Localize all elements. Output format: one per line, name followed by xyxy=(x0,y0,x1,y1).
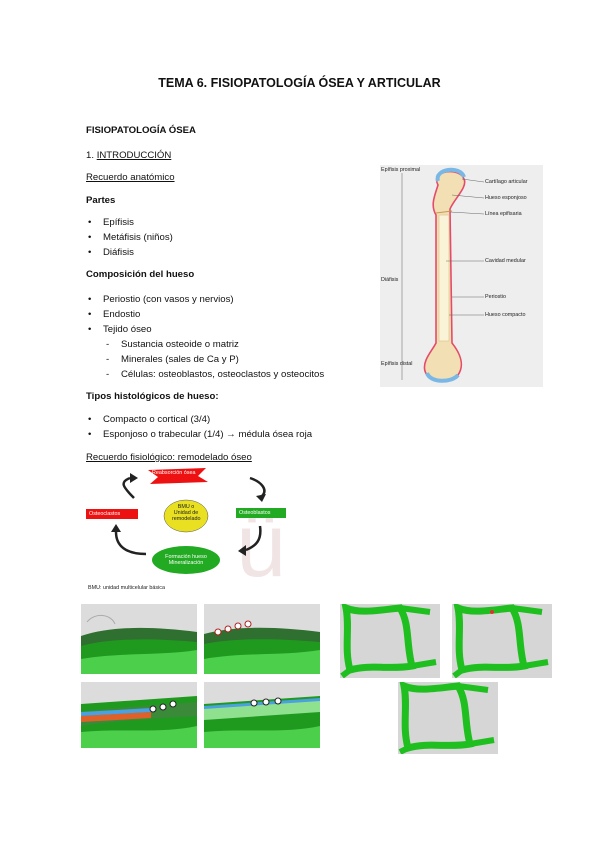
composicion-heading: Composición del hueso xyxy=(86,269,195,280)
label-formacion: Formación hueso Mineralización xyxy=(165,554,207,566)
remodeling-cycle-figure: ü Reabsorción ósea BMU o Unidad de remod… xyxy=(86,466,292,594)
label-diafisis: Diáfisis xyxy=(381,277,399,283)
recuerdo-anatomico-heading: Recuerdo anatómico xyxy=(86,172,175,183)
trabecular-panel-3 xyxy=(398,682,498,754)
list-item: Tejido óseo xyxy=(88,323,151,336)
intro-heading: 1. INTRODUCCIÓN xyxy=(86,149,171,162)
list-item: Epífisis xyxy=(88,216,134,229)
trabecular-panel-1 xyxy=(340,604,440,678)
label-compacto: Hueso compacto xyxy=(485,312,526,318)
label-linea: Línea epifisaria xyxy=(485,211,522,217)
remodeling-panel-4 xyxy=(204,682,320,748)
remodeling-panel-1 xyxy=(81,604,197,674)
remodeling-panel-3 xyxy=(81,682,197,748)
list-item: Endostio xyxy=(88,308,140,321)
label-cavidad: Cavidad medular xyxy=(485,258,526,264)
panel-2-illustration xyxy=(204,604,320,674)
list-item: Metáfisis (niños) xyxy=(88,231,173,244)
list-item: Esponjoso o trabecular (1/4) → médula ós… xyxy=(88,428,312,441)
label-periostio: Periostio xyxy=(485,294,506,300)
label-bmu-footer: BMU: unidad multicelular básica xyxy=(88,585,166,591)
remodelado-heading: Recuerdo fisiológico: remodelado óseo xyxy=(86,452,252,463)
label-epifisis-proximal: Epífisis proximal xyxy=(381,167,421,173)
list-item: Periostio (con vasos y nervios) xyxy=(88,293,234,306)
partes-heading: Partes xyxy=(86,195,116,206)
bone-anatomy-figure: Epífisis proximal Diáfisis Epífisis dist… xyxy=(380,165,543,387)
trabecular-1-illustration xyxy=(340,604,440,678)
label-reabsorcion: Reabsorción ósea xyxy=(152,470,196,476)
trabecular-3-illustration xyxy=(398,682,498,754)
label-cartilago: Cartílago articular xyxy=(485,179,528,185)
list-item: Compacto o cortical (3/4) xyxy=(88,413,210,426)
panel-3-illustration xyxy=(81,682,197,748)
label-esponjoso: Hueso esponjoso xyxy=(485,195,527,201)
section-heading: FISIOPATOLOGÍA ÓSEA xyxy=(86,125,196,136)
sub-list-item: Minerales (sales de Ca y P) xyxy=(106,353,239,366)
trabecular-2-illustration xyxy=(452,604,552,678)
long-bone-illustration xyxy=(401,167,485,383)
tipos-heading: Tipos histológicos de hueso: xyxy=(86,391,219,402)
intro-number: 1. xyxy=(86,150,95,161)
trabecular-panel-2 xyxy=(452,604,552,678)
label-epifisis-distal: Epífisis distal xyxy=(381,361,413,367)
remodeling-panel-2 xyxy=(204,604,320,674)
cycle-diagram: ü xyxy=(86,468,286,594)
intro-label: INTRODUCCIÓN xyxy=(96,150,172,161)
sub-list-item: Sustancia osteoide o matriz xyxy=(106,338,239,351)
panel-4-illustration xyxy=(204,682,320,748)
list-item: Diáfisis xyxy=(88,246,134,259)
label-osteoclastos: Osteoclastos xyxy=(89,511,121,517)
panel-1-illustration xyxy=(81,604,197,674)
sub-list-item: Células: osteoblastos, osteoclastos y os… xyxy=(106,368,324,381)
label-osteoblastos: Osteoblastos xyxy=(239,510,271,516)
page-title: TEMA 6. FISIOPATOLOGÍA ÓSEA Y ARTICULAR xyxy=(158,76,441,90)
label-bmu: BMU o Unidad de remodelado xyxy=(172,504,201,522)
